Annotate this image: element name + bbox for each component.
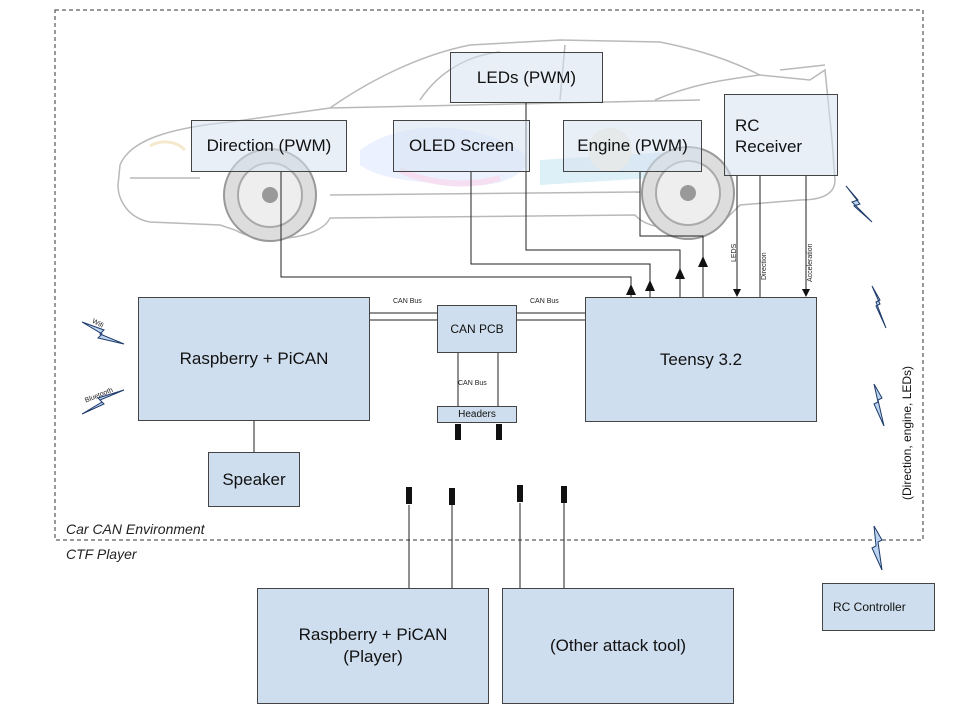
teensy-label: Teensy 3.2 bbox=[659, 349, 743, 369]
can-bus-label-right: CAN Bus bbox=[530, 298, 559, 305]
leds-pwm-box: LEDs (PWM) bbox=[450, 52, 603, 103]
oled-screen-box: OLED Screen bbox=[393, 120, 530, 172]
direction-signal-label: Direction bbox=[761, 252, 768, 280]
can-bus-label-vertical: CAN Bus bbox=[458, 380, 487, 387]
rc-receiver-label-line2: Receiver bbox=[735, 137, 803, 156]
leds-pwm-label: LEDs (PWM) bbox=[476, 67, 577, 87]
speaker-box: Speaker bbox=[208, 452, 300, 507]
arrowheads bbox=[626, 256, 810, 297]
rc-controller-box: RC Controller bbox=[822, 583, 935, 631]
oled-screen-label: OLED Screen bbox=[409, 136, 514, 155]
ctf-player-label: CTF Player bbox=[66, 546, 137, 562]
leds-signal-label: LEDS bbox=[731, 243, 738, 262]
car-env-label: Car CAN Environment bbox=[66, 521, 205, 537]
engine-pwm-label: Engine (PWM) bbox=[577, 136, 688, 155]
can-bus-label-left: CAN Bus bbox=[393, 298, 422, 305]
headers-label: Headers bbox=[458, 409, 496, 420]
headers-box: Headers bbox=[437, 406, 517, 423]
teensy-box: Teensy 3.2 bbox=[585, 297, 817, 422]
player-raspberry-box: Raspberry + PiCAN (Player) bbox=[257, 588, 489, 704]
rc-receiver-box: RC Receiver bbox=[724, 94, 838, 176]
raspberry-pican-box: Raspberry + PiCAN bbox=[138, 297, 370, 421]
car-env-boundary bbox=[54, 9, 924, 541]
connector-lines bbox=[253, 102, 807, 588]
rc-link-label: (Direction, engine, LEDs) bbox=[900, 365, 914, 500]
speaker-label: Speaker bbox=[222, 469, 286, 489]
can-pcb-label: CAN PCB bbox=[450, 322, 504, 336]
attack-tool-box: (Other attack tool) bbox=[502, 588, 734, 704]
wireless-bolt-icons bbox=[81, 185, 887, 571]
player-raspberry-label-line1: Raspberry + PiCAN bbox=[298, 625, 448, 644]
player-raspberry-label-line2: (Player) bbox=[343, 647, 403, 666]
can-pcb-box: CAN PCB bbox=[437, 305, 517, 353]
rc-receiver-label-line1: RC bbox=[735, 116, 760, 135]
direction-pwm-box: Direction (PWM) bbox=[191, 120, 347, 172]
acceleration-signal-label: Acceleration bbox=[807, 243, 814, 282]
rc-controller-label: RC Controller bbox=[833, 600, 906, 614]
raspberry-pican-label: Raspberry + PiCAN bbox=[179, 349, 329, 368]
attack-tool-label: (Other attack tool) bbox=[549, 636, 687, 655]
direction-pwm-label: Direction (PWM) bbox=[206, 136, 332, 155]
connector-pins bbox=[406, 424, 567, 505]
engine-pwm-box: Engine (PWM) bbox=[563, 120, 702, 172]
